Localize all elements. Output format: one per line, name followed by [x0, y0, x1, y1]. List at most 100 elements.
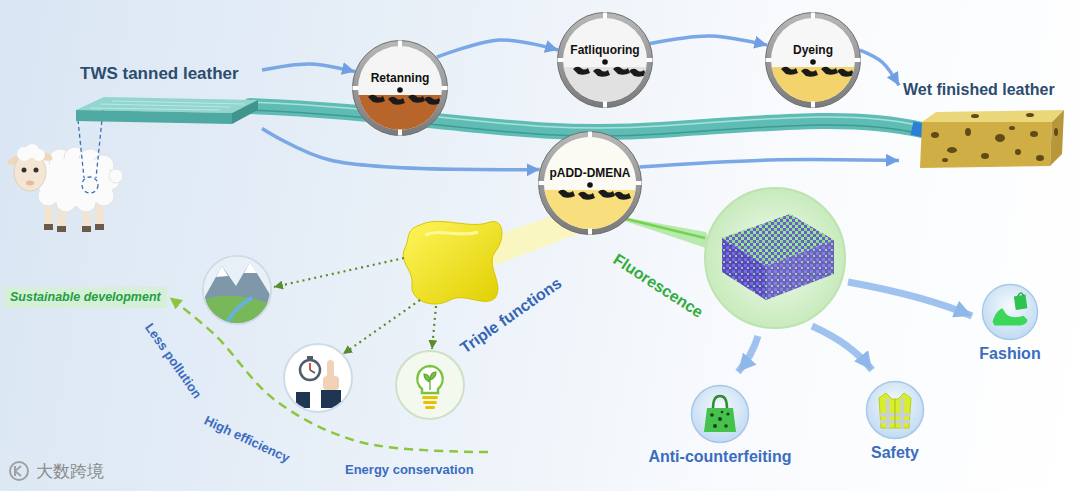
flow-arrow [262, 64, 355, 72]
finished-leather-slab [1026, 113, 1034, 117]
flow-arrow [262, 128, 540, 169]
finished-leather-slab [971, 114, 979, 118]
landscape-icon [203, 262, 271, 324]
process-name: Retanning [371, 71, 430, 86]
application-arrows [812, 326, 872, 370]
sheep-figure [95, 224, 104, 230]
anti-icon [718, 417, 722, 421]
drum-body [837, 69, 854, 77]
benefit-pointers [274, 258, 436, 354]
sheep-figure [6, 144, 123, 232]
anti-icon [721, 411, 724, 414]
sheep-figure [35, 147, 120, 212]
process-name: Dyeing [793, 43, 833, 58]
landscape-icon [216, 266, 228, 277]
drum-body [578, 192, 595, 200]
drum-body [539, 181, 545, 185]
energy-icon [417, 366, 442, 393]
energy-icon [396, 351, 464, 419]
watermark-logo [15, 466, 21, 476]
leather-slab [76, 97, 258, 124]
landscape-icon [226, 298, 252, 324]
drum-body [557, 67, 653, 108]
benefit-pointers [343, 300, 420, 354]
process-drum: Fatliquoring [557, 12, 653, 108]
fashion-icon [982, 284, 1037, 339]
label-anchor: High efficiency [202, 413, 292, 466]
application-node: Safety [865, 380, 925, 462]
process-drum: Retanning [352, 40, 448, 136]
polymer-blob [403, 221, 502, 304]
flow-arrow [650, 36, 767, 45]
drum-body [603, 102, 607, 108]
landscape-icon [244, 262, 257, 273]
drum-body [538, 190, 642, 235]
drum-body [811, 13, 815, 19]
function-label: Fluorescence [610, 250, 707, 322]
drum-body [587, 182, 593, 188]
drum-body [588, 229, 592, 235]
sheep-figure [34, 168, 39, 173]
goal-label: Sustainable development [10, 290, 161, 305]
efficiency-icon [323, 376, 339, 390]
flow-arrow [860, 50, 899, 85]
finished-leather-slab [1036, 155, 1044, 161]
application-node: Fashion [979, 283, 1040, 363]
drum-body [352, 95, 448, 136]
efficiency-icon [309, 363, 311, 370]
application-arrows [738, 282, 972, 372]
watermark-logo [10, 462, 28, 480]
landscape-icon [203, 256, 271, 324]
sheep-figure [82, 226, 91, 232]
efficiency-icon [284, 344, 352, 412]
process-name: pADD-DMENA [549, 166, 630, 181]
drum-body [588, 132, 592, 138]
energy-icon [425, 406, 435, 409]
energy-icon [422, 396, 438, 399]
anti-icon [713, 424, 717, 428]
safety-icon [867, 382, 924, 439]
anti-icon [724, 424, 728, 428]
leather-slab [90, 101, 244, 110]
drum-body [602, 59, 608, 65]
benefit-label: High efficiency [202, 413, 292, 466]
drum-body [598, 190, 615, 198]
magnifier-leader [78, 120, 84, 178]
safety-icon [901, 398, 905, 428]
application-label: Fashion [979, 344, 1040, 363]
drum-body [821, 67, 838, 75]
application-label: Anti-counterfeiting [648, 447, 791, 466]
landscape-icon [203, 256, 271, 324]
energy-icon [424, 372, 436, 390]
polymer-blob [403, 221, 502, 304]
label-anchor: Less pollution [142, 321, 205, 402]
drum-body [603, 13, 607, 19]
finished-leather-slab [922, 110, 1064, 122]
anti-icon [713, 396, 727, 408]
benefit-label: Energy conservation [345, 462, 474, 478]
magnifier-leader [82, 177, 98, 193]
flow-arrow [639, 160, 899, 167]
label-anchor: 大数跨境 [36, 461, 104, 481]
finished-leather-slab [1009, 126, 1015, 130]
polymer-blob [425, 232, 478, 235]
drum-body [855, 58, 861, 62]
sheep-figure [33, 149, 45, 161]
drum-body [765, 67, 861, 108]
efficiency-icon [321, 390, 341, 408]
safety-icon [886, 398, 890, 428]
sheep-figure [38, 158, 114, 206]
drum-body [353, 86, 359, 90]
sheep-figure [26, 181, 34, 186]
drum-body [398, 130, 402, 136]
fashion-icon [993, 308, 1028, 325]
landscape-icon [203, 296, 271, 324]
leather-ribbon [250, 102, 926, 136]
drum-body [557, 12, 653, 108]
application-arrows [848, 282, 972, 316]
drum-body [368, 95, 385, 103]
labelled-figure: Wet finished leather [899, 76, 1069, 170]
finished-leather-slab [947, 147, 957, 153]
drum-body [781, 67, 798, 75]
